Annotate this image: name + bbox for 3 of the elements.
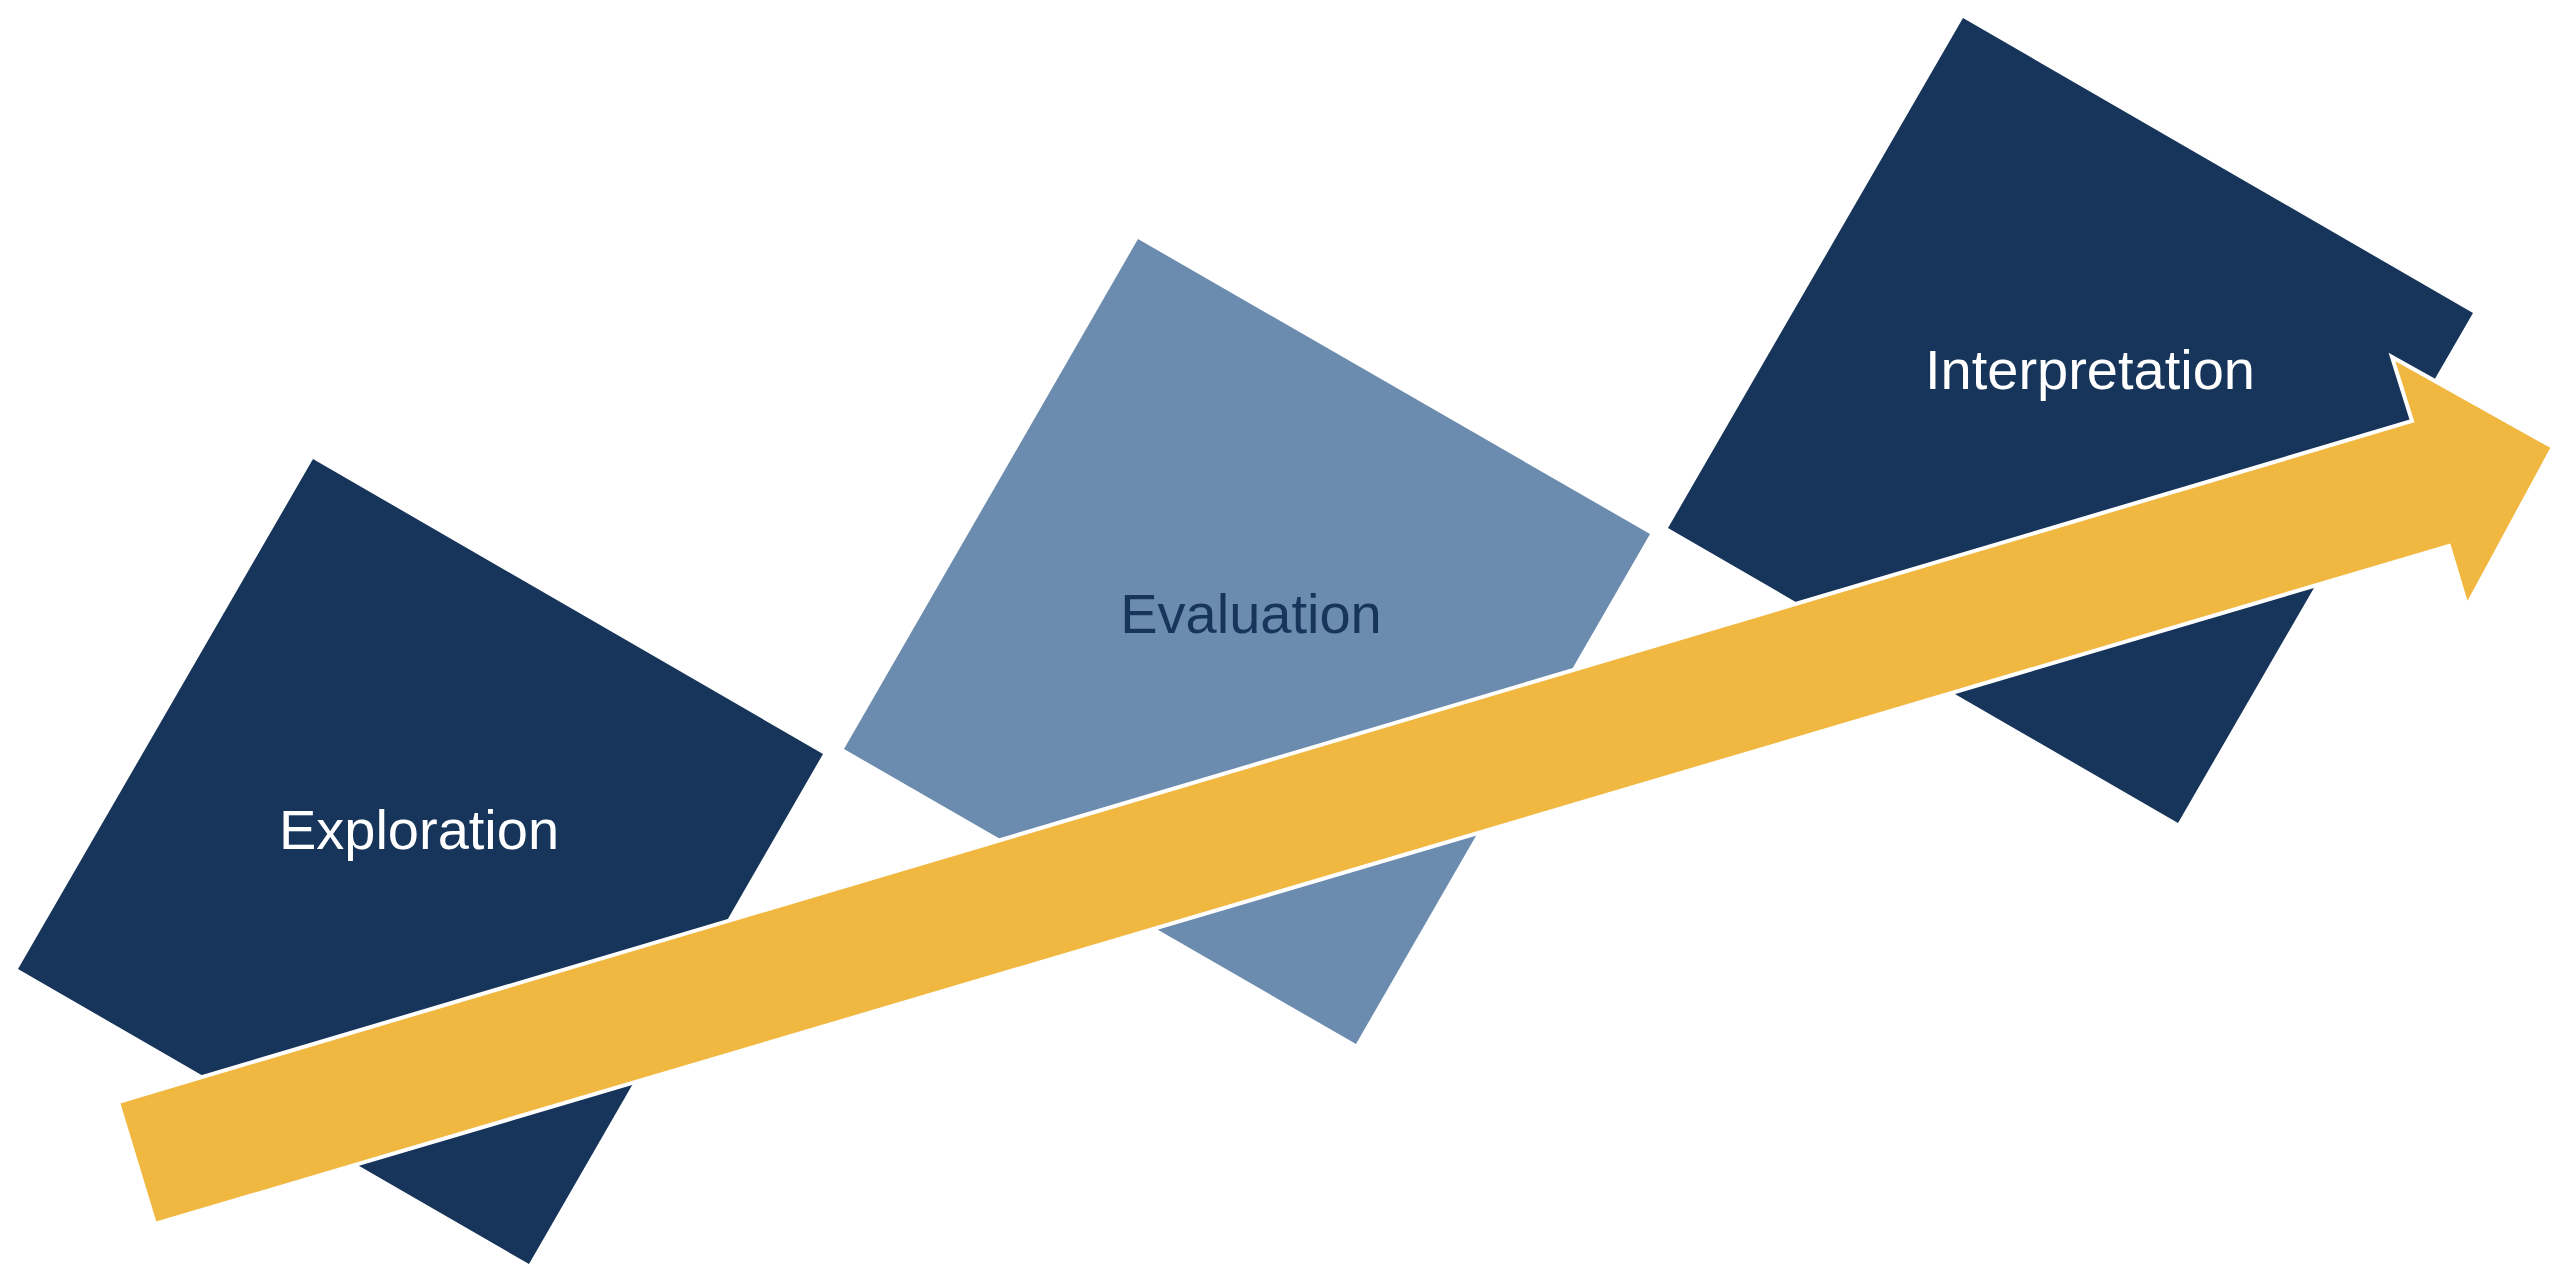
stage-label: Evaluation (1120, 582, 1382, 646)
stage-label: Exploration (278, 798, 560, 862)
stage-label: Interpretation (1925, 338, 2255, 402)
